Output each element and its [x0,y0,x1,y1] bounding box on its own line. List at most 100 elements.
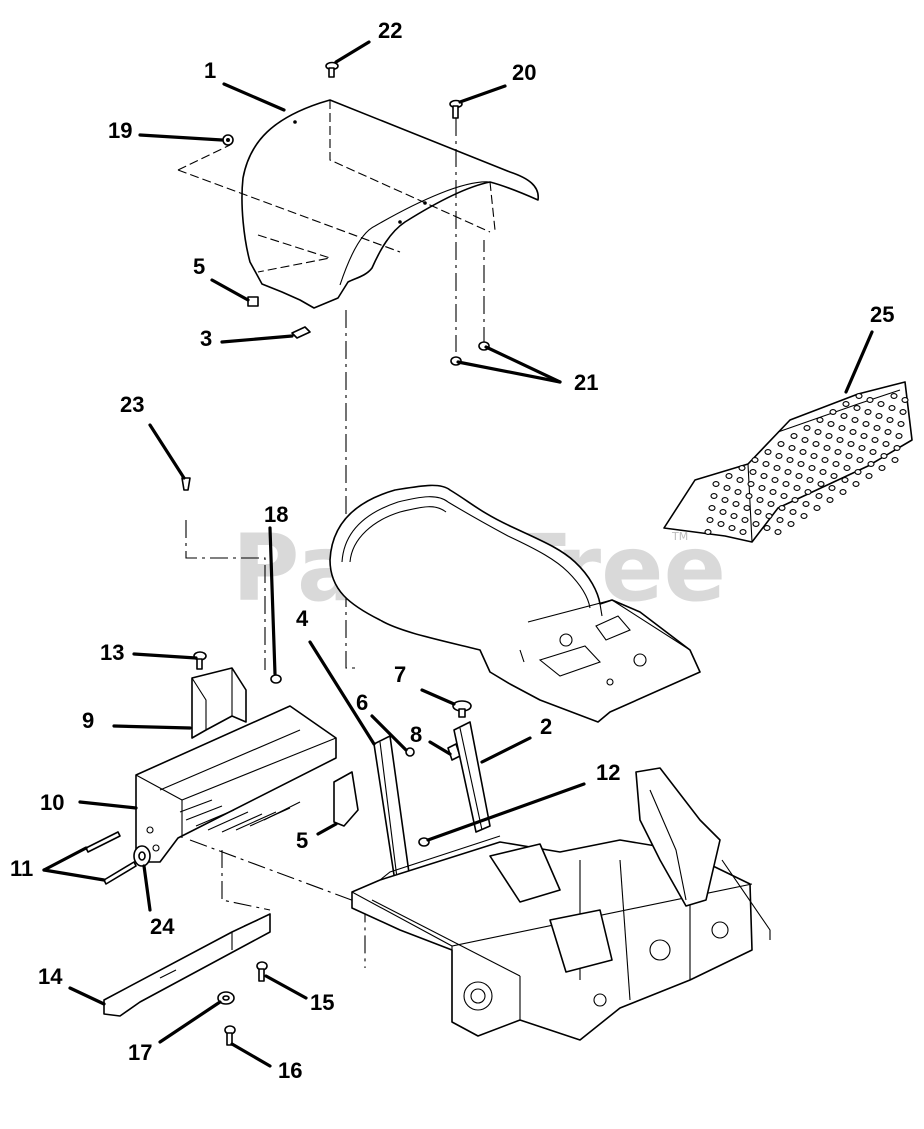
part-7-cap [452,700,472,718]
perforation-hole [810,453,818,459]
part-22-bolt [325,61,339,78]
perforation-hole [765,513,773,519]
perforation-hole [821,457,829,463]
perforation-hole [899,409,907,415]
perforation-hole [814,429,822,435]
part-25-heat-shield [663,381,913,543]
callout-1: 1 [204,58,216,83]
perforation-hole [747,481,755,487]
perforation-hole [864,409,872,415]
perforation-hole [719,509,727,515]
perforation-hole [882,441,890,447]
perforation-hole [840,413,848,419]
callout-11: 11 [10,856,33,881]
perforation-hole [790,433,798,439]
perforation-hole [806,477,814,483]
perforation-hole [849,429,857,435]
callout-6: 6 [356,690,368,715]
perforation-hole [832,461,840,467]
perforation-hole [880,453,888,459]
perforation-hole [812,441,820,447]
perforation-hole [743,505,751,511]
perforation-hole [775,453,783,459]
perforation-hole [862,421,870,427]
perforation-hole [866,397,874,403]
perforation-hole [730,513,738,519]
perforation-hole [851,417,859,423]
perforation-hole [777,441,785,447]
perforation-hole [721,497,729,503]
perforation-hole [728,525,736,531]
perforation-hole [893,445,901,451]
perforation-hole [763,525,771,531]
perforation-hole [767,501,775,507]
perforation-hole [787,521,795,527]
part-11-bolts [85,831,137,885]
callout-20: 20 [512,60,536,85]
perforation-hole [782,481,790,487]
perforation-hole [793,485,801,491]
perforation-hole [847,441,855,447]
callout-25: 25 [870,302,894,327]
perforation-hole [867,461,875,467]
perforation-hole [842,401,850,407]
perforation-hole [788,445,796,451]
perforation-hole [710,493,718,499]
perforation-hole [776,517,784,523]
leader-lines [42,40,874,1068]
tray-slots [179,799,301,833]
heat-shield-perforations [704,393,909,535]
perforation-hole [789,509,797,515]
perforation-hole [839,489,847,495]
perforation-hole [856,457,864,463]
part-18-nut [270,674,282,684]
perforation-hole [754,509,762,515]
perforation-hole [734,489,742,495]
perforation-hole [884,429,892,435]
perforation-hole [800,513,808,519]
part-17-washer [217,991,235,1005]
callout-labels: 1 22 20 19 5 3 21 25 23 18 13 9 10 11 24… [10,18,894,1083]
callout-9: 9 [82,708,94,733]
perforation-hole [736,477,744,483]
perforation-hole [858,445,866,451]
perforation-hole [739,529,747,535]
perforation-hole [826,497,834,503]
perforation-hole [799,449,807,455]
perforation-hole [732,501,740,507]
perforation-hole [803,425,811,431]
perforation-hole [875,413,883,419]
perforation-hole [843,465,851,471]
perforation-hole [901,397,909,403]
perforation-hole [878,465,886,471]
callout-15: 15 [310,990,334,1015]
perforation-hole [758,485,766,491]
part-6-screw [405,747,415,757]
perforation-hole [817,481,825,487]
perforation-hole [853,405,861,411]
seat-pan-assembly [329,484,701,723]
perforation-hole [725,473,733,479]
perforation-hole [823,445,831,451]
part-14-bracket [103,913,271,1017]
callout-4: 4 [296,606,309,631]
perforation-hole [869,449,877,455]
perforation-hole [786,457,794,463]
perforation-hole [784,469,792,475]
perforation-hole [888,405,896,411]
watermark-trademark: TM [671,530,688,543]
perforation-hole [804,489,812,495]
perforation-hole [838,425,846,431]
callout-23: 23 [120,392,144,417]
perforation-hole [762,461,770,467]
perforation-hole [797,461,805,467]
perforation-hole [860,433,868,439]
perforation-hole [830,473,838,479]
perforation-hole [808,465,816,471]
part-2-support [453,721,491,833]
part-3-screw [291,326,311,339]
part-19-screw [222,134,234,146]
perforation-hole [827,421,835,427]
perforation-hole [717,521,725,527]
part-5-clip-top [247,296,259,307]
